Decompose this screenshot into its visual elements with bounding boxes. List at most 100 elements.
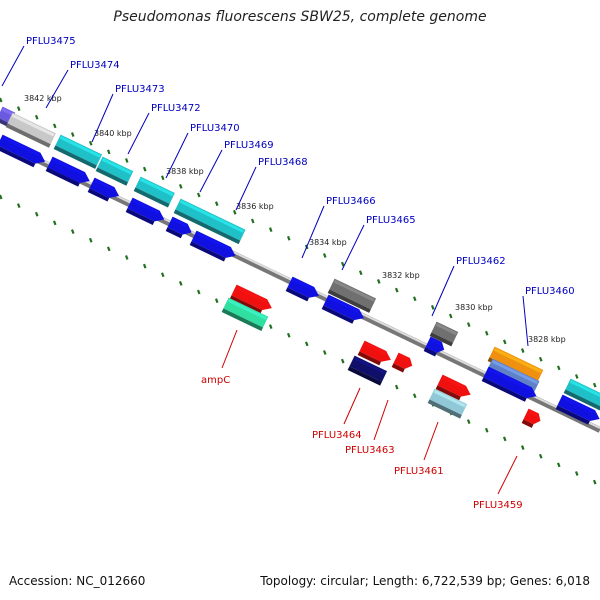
gene-arrow <box>391 352 413 373</box>
gene-label-upper[interactable]: PFLU3470 <box>190 123 240 134</box>
ruler-tick <box>448 313 453 319</box>
ruler-tick <box>124 158 129 163</box>
gene-label-upper[interactable]: PFLU3466 <box>326 196 376 207</box>
gene-label-lower[interactable]: PFLU3459 <box>473 500 523 511</box>
ruler-tick <box>232 209 237 215</box>
ruler-tick <box>286 235 291 241</box>
length-label: Length: <box>372 574 419 588</box>
gene-arrow <box>229 284 272 314</box>
ruler-tick <box>178 184 183 189</box>
ruler-tick <box>358 270 363 276</box>
ruler-tick <box>394 384 399 390</box>
ruler-tick <box>52 220 57 226</box>
ruler-tick <box>466 419 471 425</box>
gene-label-upper[interactable]: PFLU3472 <box>151 103 201 114</box>
map-title: Pseudomonas fluorescens SBW25, complete … <box>113 9 487 25</box>
ruler-tick <box>484 427 489 433</box>
gene-block <box>221 297 269 332</box>
ruler-label: 3836 kbp <box>236 202 274 211</box>
topology-label: Topology: <box>260 574 317 588</box>
accession-label: Accession: <box>9 574 73 588</box>
ruler-tick <box>502 436 507 442</box>
gene-block <box>347 355 388 386</box>
ruler-tick <box>376 279 381 284</box>
ruler-tick <box>160 175 165 181</box>
ruler-tick <box>574 471 579 476</box>
gene-arrow <box>555 394 600 425</box>
ruler-tick <box>70 229 75 234</box>
ruler-tick <box>412 393 417 399</box>
ruler-tick <box>142 263 147 269</box>
ruler-label: 3842 kbp <box>24 94 62 103</box>
ruler-tick <box>322 350 327 355</box>
ruler-tick <box>250 218 255 224</box>
gene-label-lower[interactable]: PFLU3463 <box>345 445 395 456</box>
ruler-tick <box>0 97 3 103</box>
ruler-tick <box>196 192 201 198</box>
ruler-tick <box>574 374 579 379</box>
ruler-tick <box>520 348 525 353</box>
gene-arrow <box>189 230 236 262</box>
gene-arrow <box>521 408 541 428</box>
ruler-tick <box>430 304 435 310</box>
ruler-tick <box>124 255 129 260</box>
gene-block <box>563 378 600 411</box>
gene-label-upper[interactable]: PFLU3473 <box>115 84 165 95</box>
gene-label-lower[interactable]: PFLU3464 <box>312 430 362 441</box>
ruler-tick <box>538 453 543 459</box>
gene-arrow <box>165 216 192 239</box>
accession-value: NC_012660 <box>76 574 146 588</box>
ruler-tick <box>502 339 507 345</box>
gene-label-upper[interactable]: PFLU3469 <box>224 140 274 151</box>
gene-arrow <box>0 134 46 168</box>
ruler-tick <box>556 462 561 468</box>
gene-arrow <box>423 336 445 357</box>
gene-block <box>427 388 468 419</box>
ruler-tick <box>268 324 273 329</box>
gene-block <box>173 198 246 245</box>
ruler-tick <box>484 330 489 336</box>
ruler-tick <box>88 237 93 243</box>
ruler-tick <box>142 166 147 172</box>
ruler-label: 3834 kbp <box>309 238 347 247</box>
ruler-tick <box>556 365 561 371</box>
ruler-tick <box>52 123 57 129</box>
gene-label-upper[interactable]: PFLU3465 <box>366 215 416 226</box>
gene-block <box>53 134 103 169</box>
gene-label-lower[interactable]: PFLU3461 <box>394 466 444 477</box>
gene-label-upper[interactable]: PFLU3474 <box>70 60 120 71</box>
ruler-tick <box>268 227 273 232</box>
genes-value: 6,018 <box>555 574 590 588</box>
ruler-tick <box>520 445 525 450</box>
gene-label-upper[interactable]: PFLU3468 <box>258 157 308 168</box>
ruler-tick <box>16 203 21 209</box>
gene-label-upper[interactable]: PFLU3475 <box>26 36 76 47</box>
ruler-label: 3828 kbp <box>528 335 566 344</box>
ruler-tick <box>322 253 327 258</box>
ruler-tick <box>340 261 345 267</box>
ruler-tick <box>88 140 93 146</box>
gene-label-upper[interactable]: PFLU3462 <box>456 256 506 267</box>
gene-arrow <box>87 177 120 202</box>
ruler-tick <box>214 298 219 304</box>
ruler-tick <box>340 358 345 364</box>
ruler-label: 3840 kbp <box>94 129 132 138</box>
ruler-tick <box>592 382 597 388</box>
gene-label-lower[interactable]: ampC <box>201 375 230 386</box>
gene-arrow <box>481 366 537 402</box>
gene-label-upper[interactable]: PFLU3460 <box>525 286 575 297</box>
gene-block <box>95 156 134 186</box>
gene-arrow <box>285 276 319 302</box>
gene-block <box>429 321 459 347</box>
gene-block <box>133 176 175 208</box>
ruler-tick <box>16 106 21 112</box>
ruler-label: 3830 kbp <box>455 303 493 312</box>
genome-stats: Topology:circular;Length:6,722,539 bp;Ge… <box>260 574 590 588</box>
gene-arrow <box>125 197 165 225</box>
accession-info: Accession:NC_012660 <box>9 574 145 588</box>
gene-arrow <box>321 294 364 324</box>
topology-value: circular; <box>320 574 369 588</box>
ruler-tick <box>34 114 39 120</box>
ruler-label: 3838 kbp <box>166 167 204 176</box>
